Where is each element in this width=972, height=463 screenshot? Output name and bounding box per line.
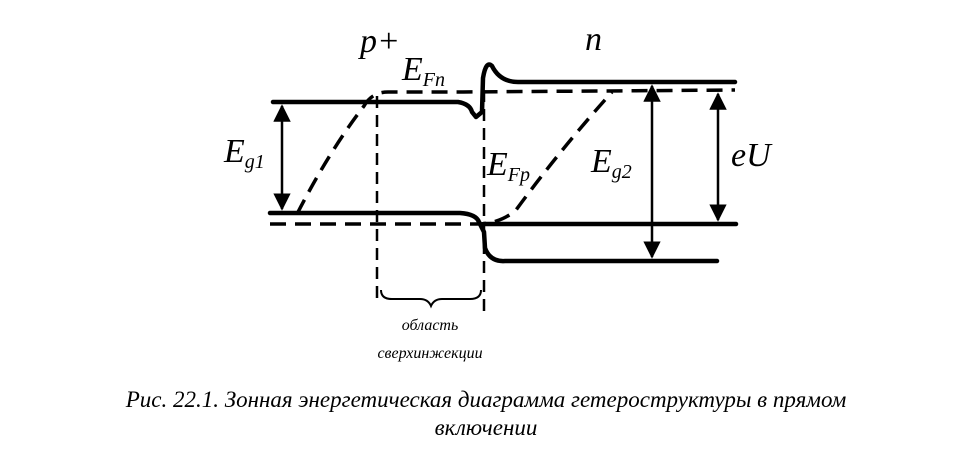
region-label-line1: область [402, 317, 459, 334]
eg2-label: Eg2 [590, 143, 632, 183]
caption-line1: Рис. 22.1. Зонная энергетическая диаграм… [125, 387, 847, 412]
efn-label: EFn [401, 51, 445, 91]
efn-level [295, 88, 736, 215]
valence-band [267, 210, 720, 264]
caption-line2: включении [434, 415, 538, 440]
region-bracket [380, 289, 482, 309]
efp-label: EFp [486, 146, 530, 186]
eg1-label: Eg1 [223, 133, 265, 173]
figure-caption: Рис. 22.1. Зонная энергетическая диаграм… [0, 386, 972, 442]
efp-level [270, 90, 614, 226]
p-region-label: p+ [358, 23, 400, 60]
eu-label: eU [731, 137, 773, 174]
band-diagram: p+ n EFn EFp Eg1 Eg2 eU область сверхинж… [223, 21, 773, 362]
conduction-band [270, 62, 738, 120]
n-region-label: n [585, 21, 602, 58]
region-label-line2: сверхинжекции [377, 345, 482, 362]
